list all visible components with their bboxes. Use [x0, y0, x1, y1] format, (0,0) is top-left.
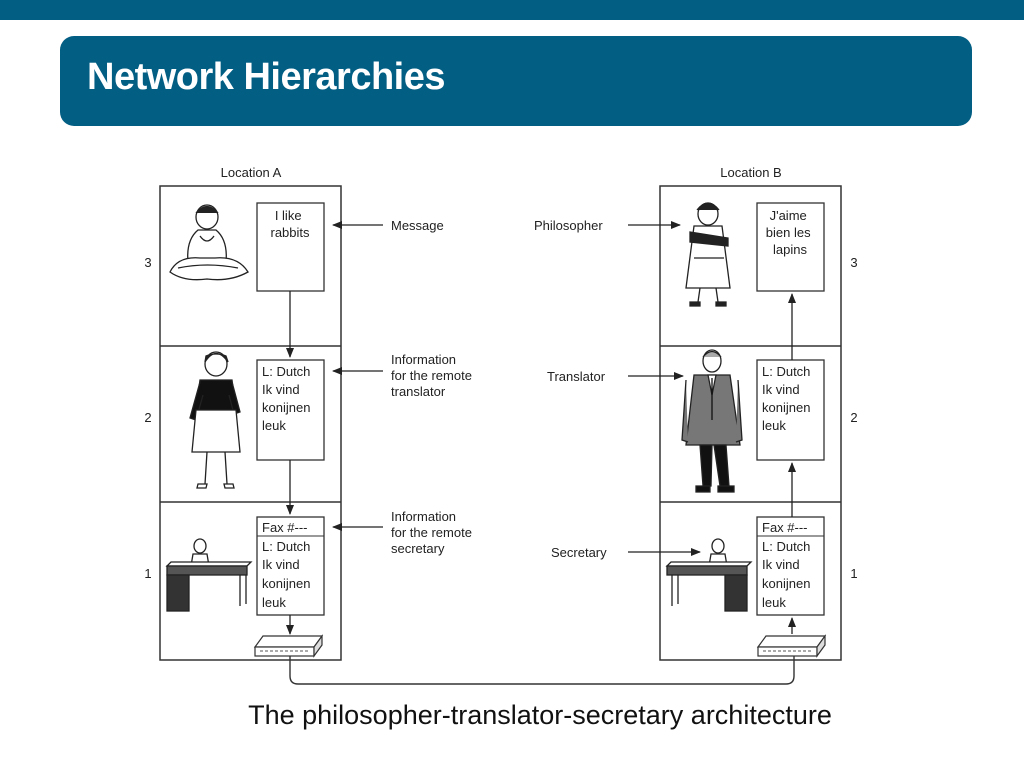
callout-translator: Translator	[547, 369, 606, 384]
layer-number-left: 2	[144, 410, 151, 425]
layer-number-right: 1	[850, 566, 857, 581]
secretary-a-figure-icon	[165, 538, 253, 612]
note-b-layer2-text: L: Dutch Ik vind konijnen leuk	[762, 364, 814, 433]
layer-number-right: 2	[850, 410, 857, 425]
note-a-layer3-text: I like rabbits	[270, 208, 310, 240]
note-b-layer3-text: J'aime bien les lapins	[766, 208, 814, 257]
layer-number-left: 3	[144, 255, 151, 270]
diagram-caption: The philosopher-translator-secretary arc…	[248, 700, 832, 730]
location-b-column	[659, 185, 842, 661]
note-b-layer2	[756, 359, 825, 461]
layer-number-right: 3	[850, 255, 857, 270]
top-accent-band	[0, 0, 1024, 20]
fax-machine-icon	[756, 634, 827, 658]
philosopher-b-figure-icon	[685, 202, 731, 307]
callout-info-translator: Information for the remote translator	[391, 352, 476, 399]
callout-secretary: Secretary	[551, 545, 607, 560]
callout-philosopher: Philosopher	[534, 218, 603, 233]
translator-a-figure-icon	[189, 351, 241, 489]
note-b-layer1	[756, 516, 825, 616]
location-a-label: Location A	[221, 165, 282, 180]
location-a-column	[159, 185, 342, 661]
slide-title: Network Hierarchies	[87, 56, 446, 98]
note-b-layer1-text: Fax #--- L: Dutch Ik vind konijnen leuk	[762, 520, 814, 610]
callout-info-secretary: Information for the remote secretary	[391, 509, 476, 556]
note-a-layer3	[256, 202, 325, 292]
location-b-frame	[659, 185, 842, 661]
translator-b-figure-icon	[681, 349, 743, 493]
philosopher-a-figure-icon	[169, 204, 249, 281]
title-banner: Network Hierarchies	[60, 36, 972, 126]
location-b-label: Location B	[720, 165, 781, 180]
callout-message: Message	[391, 218, 444, 233]
fax-machine-icon	[253, 634, 324, 658]
layer-number-left: 1	[144, 566, 151, 581]
location-a-frame	[159, 185, 342, 661]
note-a-layer1	[256, 516, 325, 616]
physical-link-line	[289, 656, 795, 685]
note-a-layer1-text: Fax #--- L: Dutch Ik vind konijnen leuk	[262, 520, 314, 610]
note-a-layer2-text: L: Dutch Ik vind konijnen leuk	[262, 364, 314, 433]
note-b-layer3	[756, 202, 825, 292]
secretary-b-figure-icon	[665, 538, 753, 612]
